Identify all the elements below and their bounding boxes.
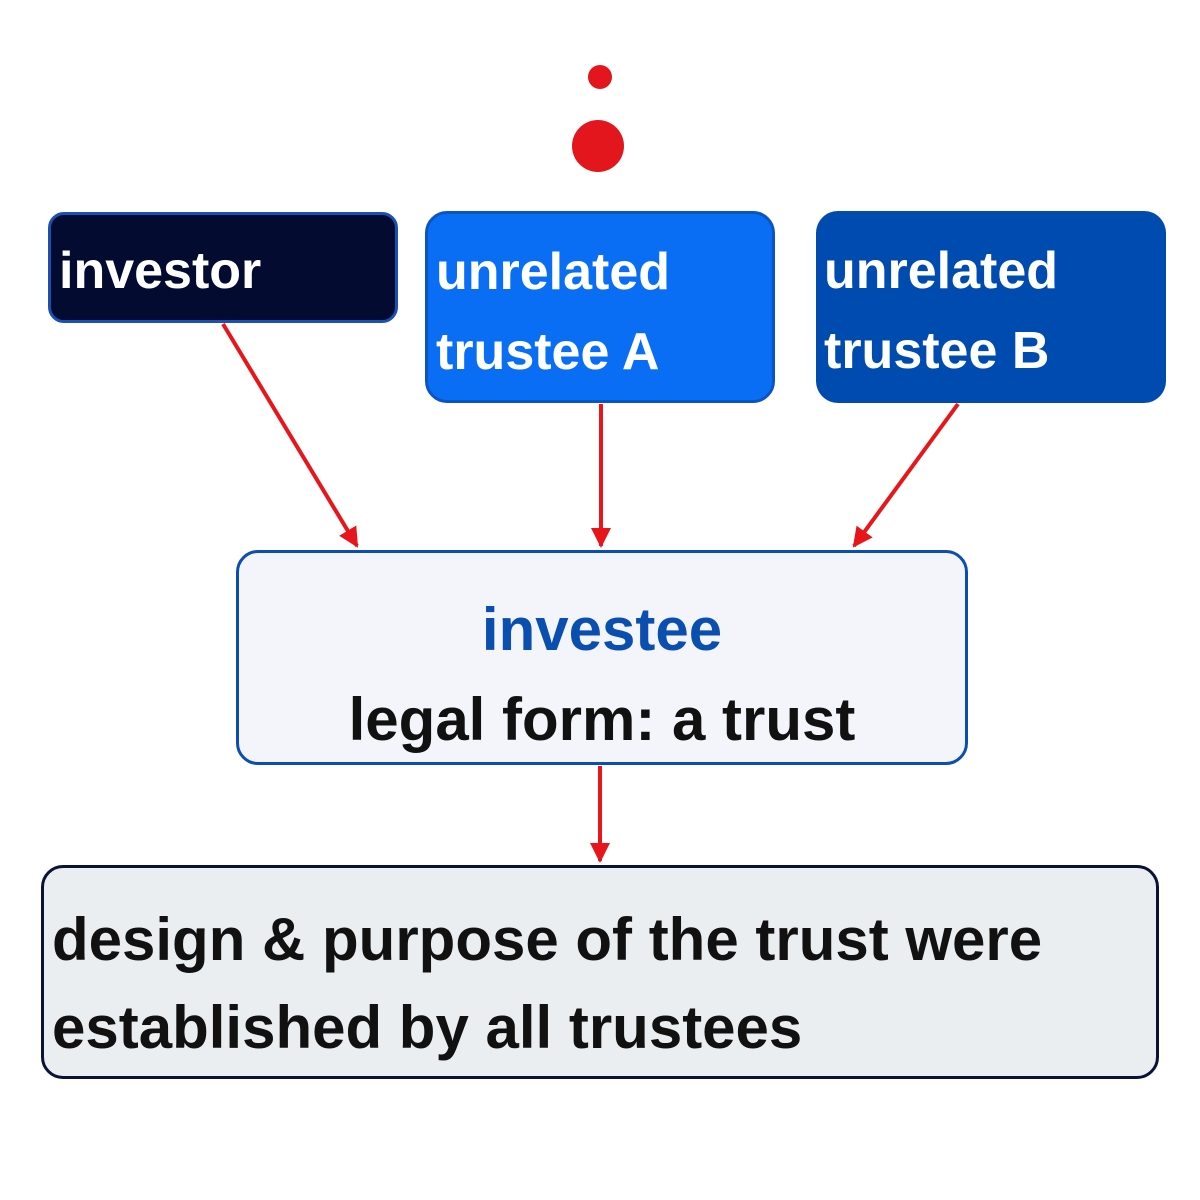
investee-node: investee legal form: a trust (236, 550, 968, 765)
conclusion-node: design & purpose of the trust were estab… (41, 865, 1159, 1079)
conclusion-line1: design & purpose of the trust were (52, 906, 1043, 973)
logo-small-dot (588, 65, 612, 89)
trustee-b-line2: trustee B (824, 322, 1050, 380)
investee-title: investee (481, 596, 723, 663)
logo-large-dot (572, 120, 624, 172)
trustee-a-line1: unrelated (436, 243, 671, 301)
investee-legal-form: legal form: a trust (348, 686, 856, 753)
trustee-b-node: unrelated trustee B (816, 211, 1166, 403)
logo-dots-icon (572, 65, 624, 172)
investor-label: investor (59, 242, 262, 300)
investor-node: investor (48, 212, 398, 323)
arrow-trustee-b-to-investee (852, 402, 960, 548)
conclusion-line2: established by all trustees (52, 994, 803, 1061)
trustee-a-line2: trustee A (436, 323, 660, 381)
arrow-investor-to-investee (221, 322, 359, 548)
trustee-b-line1: unrelated (824, 242, 1059, 300)
trustee-a-node: unrelated trustee A (425, 211, 775, 403)
